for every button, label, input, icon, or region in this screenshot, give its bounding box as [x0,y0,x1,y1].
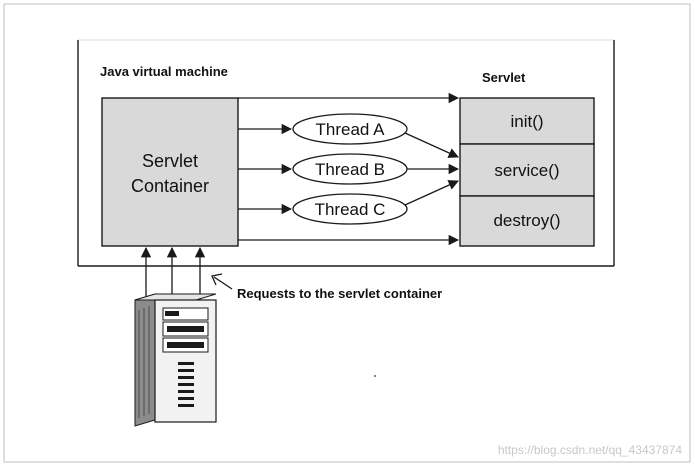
servlet-container-box [101,97,239,247]
method-label-destroy: destroy() [493,211,560,230]
method-label-service: service() [494,161,559,180]
threads: Thread A Thread B Thread C [292,113,408,225]
servlet-container-label-line1: Servlet [142,151,198,171]
server-tower-icon [134,293,217,427]
stray-dot [374,375,376,377]
servlet-container-label-line2: Container [131,176,209,196]
arrow-thread-c-service [404,180,459,206]
watermark: https://blog.csdn.net/qq_43437874 [498,443,682,457]
method-box-destroy [459,195,595,247]
image-frame [3,3,691,463]
servlet-methods: init() service() destroy() [459,97,595,247]
requests-pointer-head [211,273,223,286]
thread-c-ellipse [292,193,408,225]
jvm-boundary [77,39,615,267]
thread-a-label: Thread A [316,120,386,139]
method-box-init [459,97,595,145]
thread-b-label: Thread B [315,160,385,179]
arrow-thread-a-service [404,132,459,158]
servlet-title: Servlet [482,70,526,85]
method-label-init: init() [510,112,543,131]
jvm-label: Java virtual machine [100,64,228,79]
thread-a-ellipse [292,113,408,145]
thread-c-label: Thread C [315,200,386,219]
requests-pointer-arrow [213,276,233,290]
requests-label: Requests to the servlet container [237,286,442,301]
